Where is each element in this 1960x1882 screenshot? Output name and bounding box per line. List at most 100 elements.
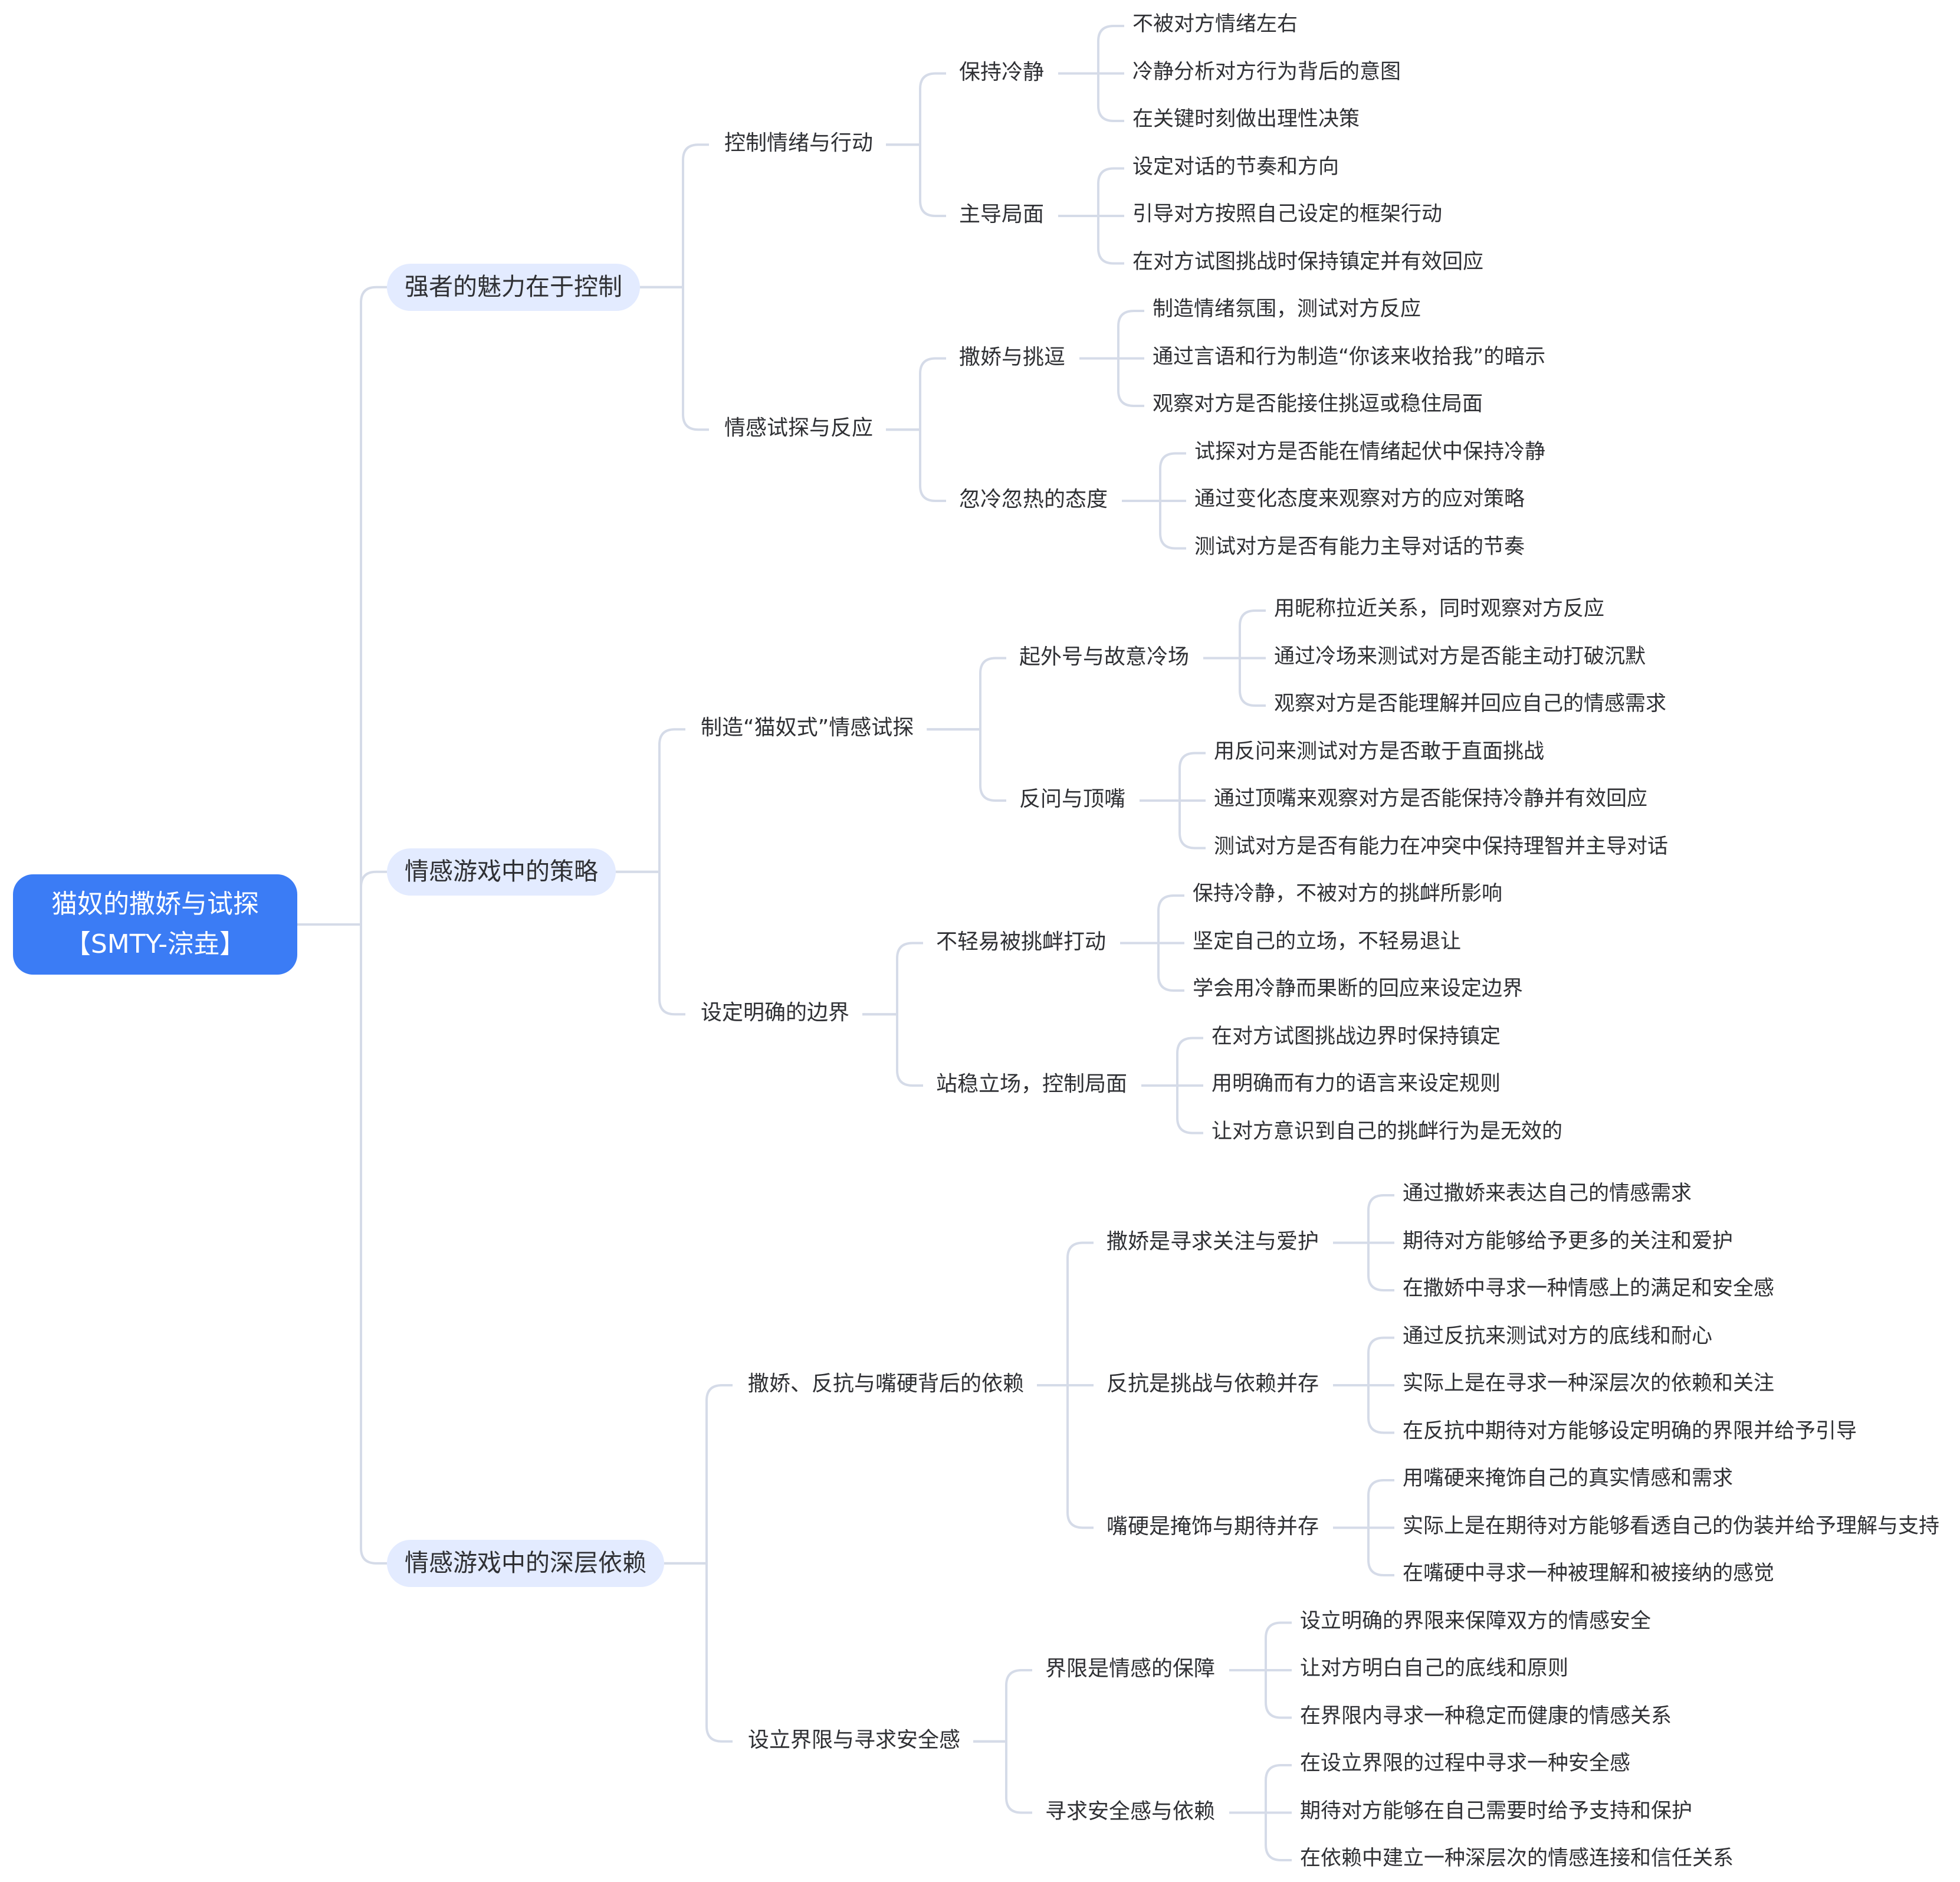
leaf-node[interactable]: 冷静分析对方行为背后的意图 bbox=[1132, 60, 1401, 84]
leaf-node[interactable]: 通过撒娇来表达自己的情感需求 bbox=[1403, 1182, 1692, 1205]
connector-line bbox=[297, 923, 387, 1565]
leaf-node[interactable]: 通过变化态度来观察对方的应对策略 bbox=[1194, 487, 1525, 511]
leaf-node[interactable]: 让对方明白自己的底线和原则 bbox=[1300, 1657, 1569, 1680]
leaf-node[interactable]: 观察对方是否能接住挑逗或稳住局面 bbox=[1153, 392, 1483, 416]
leaf-node[interactable]: 让对方意识到自己的挑衅行为是无效的 bbox=[1212, 1119, 1563, 1143]
connector-line bbox=[1203, 657, 1266, 707]
leaf-node[interactable]: 坚定自己的立场，不轻易退让 bbox=[1193, 929, 1462, 953]
leaf-node[interactable]: 不被对方情绪左右 bbox=[1132, 12, 1298, 36]
branch-node[interactable]: 强者的魅力在于控制 bbox=[387, 263, 640, 311]
topic-node[interactable]: 制造“猫奴式”情感试探 bbox=[701, 716, 914, 740]
connector-line bbox=[1079, 310, 1144, 360]
connector-line bbox=[616, 728, 685, 873]
connector-line bbox=[1333, 1241, 1394, 1291]
connector-line bbox=[640, 286, 709, 431]
connector-line bbox=[1333, 1194, 1394, 1244]
leaf-node[interactable]: 实际上是在寻求一种深层次的依赖和关注 bbox=[1403, 1372, 1775, 1395]
leaf-node[interactable]: 在嘴硬中寻求一种被理解和被接纳的感觉 bbox=[1403, 1562, 1775, 1585]
leaf-node[interactable]: 实际上是在期待对方能够看透自己的伪装并给予理解与支持 bbox=[1403, 1514, 1940, 1538]
connector-line bbox=[1140, 799, 1206, 850]
connector-line bbox=[1203, 609, 1266, 660]
leaf-node[interactable]: 用明确而有力的语言来设定规则 bbox=[1212, 1072, 1501, 1096]
branch-node[interactable]: 情感游戏中的深层依赖 bbox=[387, 1539, 664, 1587]
connector-line bbox=[1037, 1241, 1094, 1386]
subtopic-node[interactable]: 反问与顶嘴 bbox=[1019, 787, 1126, 811]
leaf-node[interactable]: 在反抗中期待对方能够设定明确的界限并给予引导 bbox=[1403, 1419, 1857, 1443]
connector-line bbox=[1333, 1479, 1394, 1529]
leaf-node[interactable]: 通过顶嘴来观察对方是否能保持冷静并有效回应 bbox=[1214, 787, 1648, 811]
leaf-node[interactable]: 在设立界限的过程中寻求一种安全感 bbox=[1300, 1752, 1631, 1775]
leaf-node[interactable]: 引导对方按照自己设定的框架行动 bbox=[1132, 202, 1443, 226]
subtopic-node[interactable]: 撒娇是寻求关注与爱护 bbox=[1107, 1229, 1319, 1254]
leaf-node[interactable]: 用昵称拉近关系，同时观察对方反应 bbox=[1274, 597, 1605, 621]
connector-line bbox=[886, 72, 946, 146]
connector-line bbox=[1120, 894, 1184, 945]
leaf-node[interactable]: 观察对方是否能理解并回应自己的情感需求 bbox=[1274, 692, 1667, 716]
subtopic-node[interactable]: 嘴硬是掩饰与期待并存 bbox=[1107, 1514, 1319, 1539]
connector-line bbox=[862, 1013, 923, 1087]
leaf-node[interactable]: 通过冷场来测试对方是否能主动打破沉默 bbox=[1274, 644, 1646, 668]
subtopic-node[interactable]: 保持冷静 bbox=[959, 60, 1045, 84]
leaf-node[interactable]: 设立明确的界限来保障双方的情感安全 bbox=[1300, 1609, 1652, 1633]
connector-line bbox=[927, 728, 1006, 802]
leaf-node[interactable]: 制造情绪氛围，测试对方反应 bbox=[1153, 297, 1421, 321]
connector-line bbox=[1333, 1384, 1394, 1434]
subtopic-node[interactable]: 反抗是挑战与依赖并存 bbox=[1107, 1372, 1319, 1396]
connector-line bbox=[1229, 1621, 1292, 1671]
leaf-node[interactable]: 试探对方是否能在情绪起伏中保持冷静 bbox=[1194, 440, 1546, 464]
connector-line bbox=[886, 428, 946, 502]
subtopic-node[interactable]: 不轻易被挑衅打动 bbox=[936, 929, 1107, 954]
root-title: 猫奴的撒娇与试探 bbox=[51, 889, 259, 919]
subtopic-node[interactable]: 撒娇与挑逗 bbox=[959, 345, 1066, 369]
leaf-node[interactable]: 期待对方能够给予更多的关注和爱护 bbox=[1403, 1229, 1734, 1253]
connector-line bbox=[1141, 1037, 1203, 1087]
leaf-node[interactable]: 在关键时刻做出理性决策 bbox=[1132, 107, 1360, 131]
connector-line bbox=[886, 143, 946, 217]
topic-node[interactable]: 控制情绪与行动 bbox=[724, 131, 874, 156]
subtopic-node[interactable]: 界限是情感的保障 bbox=[1045, 1657, 1216, 1681]
connector-line bbox=[973, 1669, 1032, 1743]
leaf-node[interactable]: 在依赖中建立一种深层次的情感连接和信任关系 bbox=[1300, 1847, 1734, 1870]
subtopic-node[interactable]: 起外号与故意冷场 bbox=[1019, 644, 1190, 669]
leaf-node[interactable]: 用嘴硬来掩饰自己的真实情感和需求 bbox=[1403, 1467, 1734, 1490]
root-subtitle: 【SMTY-淙垚】 bbox=[64, 929, 246, 959]
connector-line bbox=[927, 657, 1006, 731]
leaf-node[interactable]: 在界限内寻求一种稳定而健康的情感关系 bbox=[1300, 1704, 1672, 1728]
topic-node[interactable]: 设立界限与寻求安全感 bbox=[748, 1727, 961, 1752]
subtopic-node[interactable]: 主导局面 bbox=[959, 202, 1045, 227]
leaf-node[interactable]: 测试对方是否有能力主导对话的节奏 bbox=[1194, 535, 1525, 559]
connector-line bbox=[1140, 752, 1206, 802]
branch-node[interactable]: 情感游戏中的策略 bbox=[387, 848, 616, 896]
topic-node[interactable]: 设定明确的边界 bbox=[701, 1001, 850, 1025]
connector-line bbox=[1058, 167, 1124, 217]
subtopic-node[interactable]: 站稳立场，控制局面 bbox=[936, 1072, 1128, 1096]
connector-line bbox=[1333, 1336, 1394, 1386]
leaf-node[interactable]: 保持冷静，不被对方的挑衅所影响 bbox=[1193, 882, 1503, 906]
connector-line bbox=[1229, 1764, 1292, 1814]
root-node[interactable]: 猫奴的撒娇与试探【SMTY-淙垚】 bbox=[13, 874, 297, 975]
subtopic-node[interactable]: 寻求安全感与依赖 bbox=[1045, 1799, 1216, 1824]
leaf-node[interactable]: 学会用冷静而果断的回应来设定边界 bbox=[1193, 977, 1524, 1001]
leaf-node[interactable]: 在撒娇中寻求一种情感上的满足和安全感 bbox=[1403, 1277, 1775, 1300]
connector-line bbox=[862, 942, 923, 1016]
topic-node[interactable]: 情感试探与反应 bbox=[724, 416, 874, 441]
leaf-node[interactable]: 在对方试图挑战时保持镇定并有效回应 bbox=[1132, 250, 1484, 274]
topic-node[interactable]: 撒娇、反抗与嘴硬背后的依赖 bbox=[748, 1372, 1025, 1396]
leaf-node[interactable]: 用反问来测试对方是否敢于直面挑战 bbox=[1214, 739, 1545, 763]
subtopic-node[interactable]: 忽冷忽热的态度 bbox=[959, 487, 1108, 512]
leaf-node[interactable]: 通过反抗来测试对方的底线和耐心 bbox=[1403, 1324, 1713, 1348]
connector-line bbox=[1229, 1811, 1292, 1861]
leaf-node[interactable]: 设定对话的节奏和方向 bbox=[1132, 155, 1340, 179]
connector-line bbox=[664, 1384, 733, 1565]
leaf-node[interactable]: 测试对方是否有能力在冲突中保持理智并主导对话 bbox=[1214, 834, 1669, 858]
connector-line bbox=[1122, 500, 1186, 550]
connector-line bbox=[1229, 1669, 1292, 1719]
connector-line bbox=[1058, 215, 1124, 265]
connector-line bbox=[1079, 357, 1144, 407]
leaf-node[interactable]: 期待对方能够在自己需要时给予支持和保护 bbox=[1300, 1799, 1693, 1823]
leaf-node[interactable]: 通过言语和行为制造“你该来收拾我”的暗示 bbox=[1153, 345, 1546, 369]
connector-line bbox=[1333, 1526, 1394, 1576]
leaf-node[interactable]: 在对方试图挑战边界时保持镇定 bbox=[1212, 1024, 1501, 1048]
connector-line bbox=[1120, 942, 1184, 992]
